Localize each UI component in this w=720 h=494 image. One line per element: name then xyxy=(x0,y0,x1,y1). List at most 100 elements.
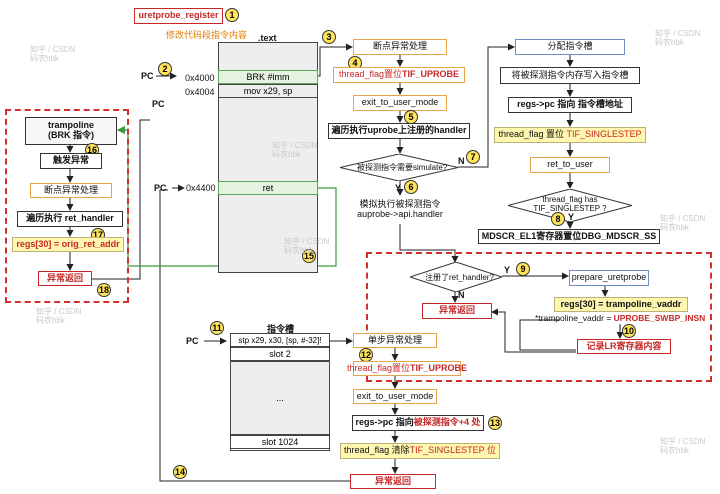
thread-flag-singlestep-box: thread_flag 置位 TIF_SINGLESTEP xyxy=(494,127,646,143)
ret-to-user-box: ret_to_user xyxy=(530,157,610,173)
has-singlestep-line2: TIF_SINGLESTEP ? xyxy=(533,204,607,213)
modify-note: 修改代码段指令内容 xyxy=(166,30,248,40)
tramp-vaddr-value: UPROBE_SWBP_INSN xyxy=(613,313,706,323)
bottom-exit-user-box: exit_to_user_mode xyxy=(353,389,437,404)
step-8-badge: 8 xyxy=(551,212,565,226)
regs-pc-plus4-box: regs->pc 指向 被探测指令+4 处 xyxy=(352,415,484,431)
ret-y-label: Y xyxy=(504,265,511,275)
tif-uprobe-text: TIF_UPROBE xyxy=(402,69,460,80)
run-ret-handler-box: 遍历执行 ret_handler xyxy=(17,211,123,227)
need-simulate-text: 被探测指令需要simulate? xyxy=(357,163,448,172)
slot-2-cell: slot 2 xyxy=(230,347,330,361)
pc-label-4400: PC xyxy=(154,183,167,193)
trampoline-box: trampoline (BRK 指令) xyxy=(25,117,117,145)
addr-4000: 0x4000 xyxy=(185,73,215,83)
step-11-badge: 11 xyxy=(210,321,224,335)
clear-prefix: thread_flag 清除 xyxy=(344,445,410,456)
single-step-box: 单步异常处理 xyxy=(353,333,437,348)
step-3-badge: 3 xyxy=(322,30,336,44)
has-singlestep-text: thread_flag has TIF_SINGLESTEP ? xyxy=(530,192,610,218)
trampoline-line1: trampoline xyxy=(47,120,94,131)
regs-pc-plus4-prefix: regs->pc 指向 xyxy=(355,417,414,428)
regs-pc-plus4-suffix: 被探测指令+4 处 xyxy=(413,417,481,428)
addr-4004: 0x4004 xyxy=(185,87,215,97)
tramp-vaddr-prefix: *trampoline_vaddr = xyxy=(535,313,614,323)
regs30-trampoline-box: regs[30] = trampoline_vaddr xyxy=(554,297,688,312)
step-2-badge: 2 xyxy=(158,62,172,76)
thread-flag-set-text: thread_flag 置位 xyxy=(498,129,564,140)
prepare-uretprobe-box: prepare_uretprobe xyxy=(569,270,649,286)
bottom-thread-flag-prefix: thread_flag置位 xyxy=(346,362,411,373)
step-13-badge: 13 xyxy=(488,416,502,430)
mid-y-label: Y xyxy=(395,183,402,193)
regs30-orig-box: regs[30] = orig_ret_addr xyxy=(12,237,124,252)
has-singlestep-line1: thread_flag has xyxy=(542,195,598,205)
thread-flag-prefix: thread_flag置位 xyxy=(338,69,403,80)
clear-singlestep-box: thread_flag 清除 TIF_SINGLESTEP 位 xyxy=(340,443,500,459)
regs-pc-slot-box: regs->pc 指向 指令槽地址 xyxy=(508,97,632,113)
trampoline-region xyxy=(5,109,129,303)
slots-pc-label: PC xyxy=(186,336,199,346)
slots-title: 指令槽 xyxy=(267,324,295,334)
brk-cell: BRK #imm xyxy=(218,70,318,84)
registered-text: 注册了ret_handler? xyxy=(425,273,494,282)
ret-handler-region xyxy=(366,252,712,382)
trigger-exception-box: 触发异常 xyxy=(40,153,102,169)
step-4-badge: 4 xyxy=(348,56,362,70)
alloc-slot-box: 分配指令槽 xyxy=(515,39,625,55)
record-lr-box: 记录LR寄存器内容 xyxy=(577,339,671,354)
text-section-label: .text xyxy=(258,33,277,43)
copy-insn-box: 将被探测指令内存写入指令槽 xyxy=(500,67,640,84)
mdscr-box: MDSCR_EL1寄存器置位DBG_MDSCR_SS xyxy=(478,229,660,244)
pc-label-4000: PC xyxy=(141,71,154,81)
trampoline-line2: (BRK 指令) xyxy=(48,130,94,140)
step-7-badge: 7 xyxy=(466,150,480,164)
mid-n-label: N xyxy=(458,156,465,166)
bottom-exc-return-box: 异常返回 xyxy=(350,474,436,489)
step-9-badge: 9 xyxy=(516,262,530,276)
step-1-badge: 1 xyxy=(225,8,239,22)
step-6-badge: 6 xyxy=(404,180,418,194)
slot-1024-cell: slot 1024 xyxy=(230,435,330,449)
simulate-line2: auprobe->api.handler xyxy=(357,209,443,219)
slot-1-cell: stp x29, x30, [sp, #-32]! xyxy=(230,333,330,347)
simulate-insn-box: 模拟执行被探测指令 auprobe->api.handler xyxy=(346,196,454,224)
step-10-badge: 10 xyxy=(622,324,636,338)
slot-filler: ... xyxy=(230,361,330,435)
need-simulate-diamond xyxy=(340,154,458,181)
bottom-tif-uprobe: TIF_UPROBE xyxy=(410,362,468,373)
exit-to-user-box: exit_to_user_mode xyxy=(353,95,447,111)
step-18-badge: 18 xyxy=(97,283,111,297)
step-5-badge: 5 xyxy=(404,110,418,124)
clear-suffix: TIF_SINGLESTEP 位 xyxy=(409,445,496,456)
ret-cell: ret xyxy=(218,181,318,195)
mov-cell: mov x29, sp xyxy=(218,84,318,98)
right-y-label: Y xyxy=(568,212,575,222)
step-15-badge: 15 xyxy=(302,249,316,263)
ret-exc-return-box: 异常返回 xyxy=(422,303,492,319)
breakpoint-handling-box: 断点异常处理 xyxy=(353,39,447,55)
step-12-badge: 12 xyxy=(359,348,373,362)
tif-singlestep-text: TIF_SINGLESTEP xyxy=(566,129,642,140)
run-uprobe-handler-box: 遍历执行uprobe上注册的handler xyxy=(328,123,470,139)
pc-label-mid: PC xyxy=(152,99,165,109)
addr-4400: 0x4400 xyxy=(186,183,216,193)
simulate-line1: 模拟执行被探测指令 xyxy=(359,199,441,210)
registered-diamond xyxy=(410,262,502,292)
left-bp-handling-box: 断点异常处理 xyxy=(30,183,112,198)
step-14-badge: 14 xyxy=(173,465,187,479)
left-exc-return-box: 异常返回 xyxy=(38,271,92,286)
has-singlestep-diamond xyxy=(508,189,632,222)
uretprobe-register-box: uretprobe_register xyxy=(134,8,223,24)
tramp-vaddr-text: *trampoline_vaddr = UPROBE_SWBP_INSN xyxy=(535,313,705,323)
ret-n-label: N xyxy=(458,290,465,300)
